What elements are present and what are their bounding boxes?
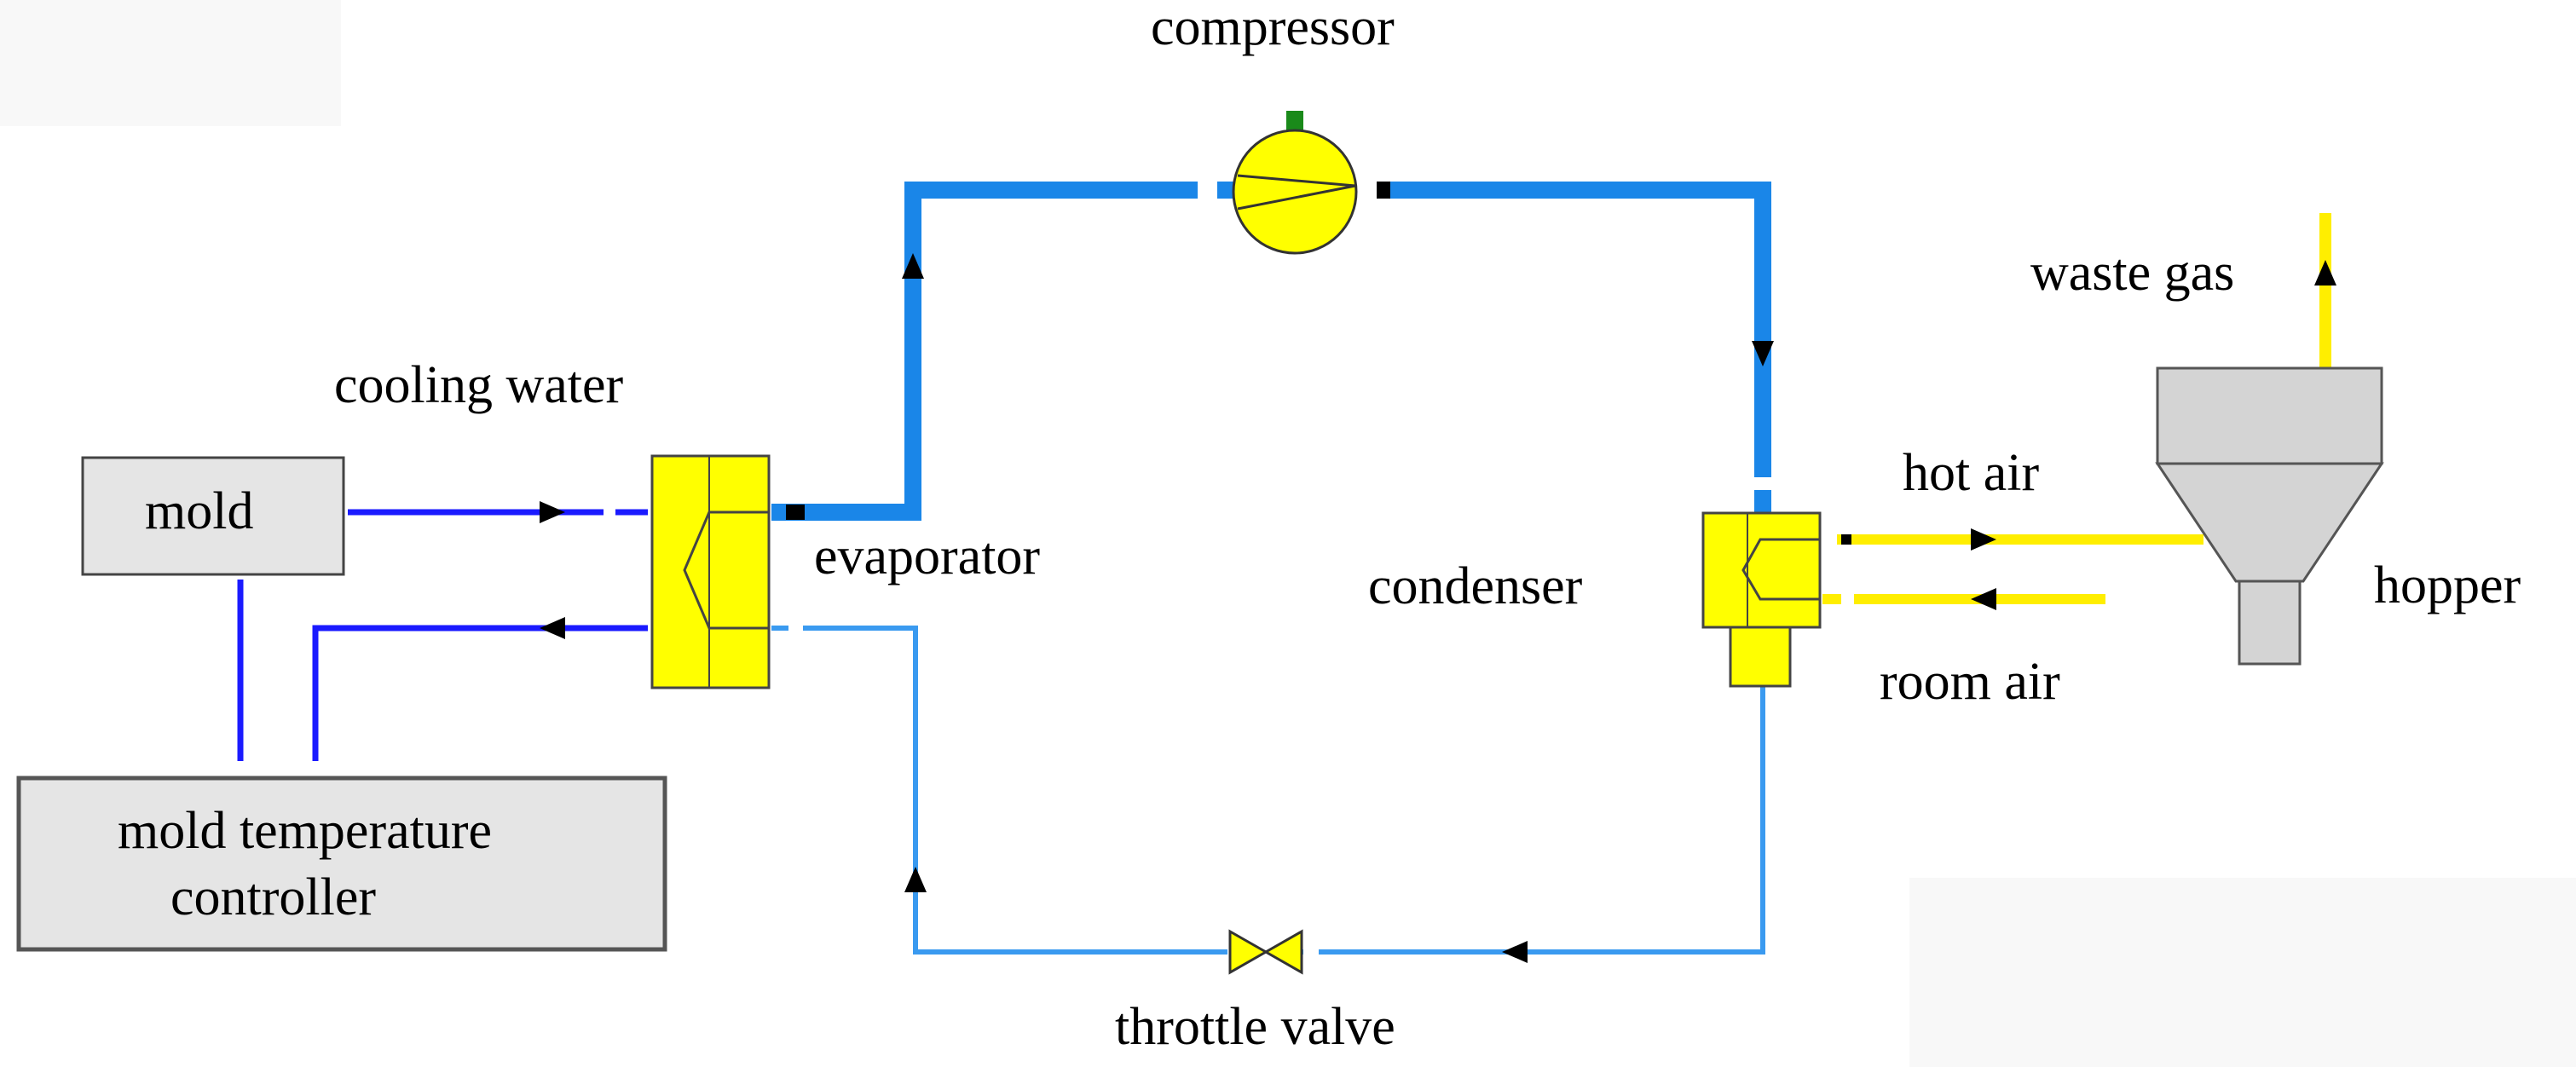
cooling-water-loop [237,501,648,761]
discharge-port [1377,182,1390,199]
throttle-valve [1228,929,1303,975]
compressor [1232,111,1358,255]
discharge-pipe [1388,182,1771,477]
background-patch-top-left [0,0,341,126]
flow-arrow-down-discharge [1752,341,1774,366]
condenser-base [1729,626,1792,688]
compressor-body [1232,129,1358,255]
water-pipe-return [312,625,648,761]
hopper-funnel [2155,462,2384,583]
flow-arrow-right-hot-air [1971,528,1996,551]
background-patch-bottom-right [1909,878,2576,1067]
refrigerant-loop [771,182,1774,963]
evaporator-coil [683,510,769,630]
throttle-valve-body-right [1262,929,1303,975]
label-hopper: hopper [2374,557,2521,614]
expansion-pipe [803,626,1227,955]
flow-arrow-right-water [540,501,565,523]
mold-temperature-controller [16,776,667,952]
label-mold: mold [145,482,253,540]
hopper-top [2156,366,2383,465]
label-room-air: room air [1880,653,2060,711]
evaporator-outlet-port [786,505,805,520]
condenser-body [1701,511,1822,629]
flow-arrow-left-room-air [1971,588,1996,610]
compressor-symbol [1237,174,1356,211]
label-waste-gas: waste gas [2030,244,2234,302]
label-controller-line2: controller [170,868,376,926]
compressor-top-port [1286,111,1303,131]
evaporator [650,454,771,689]
label-evaporator: evaporator [814,528,1040,585]
label-compressor: compressor [1151,0,1395,56]
hopper [2155,366,2384,666]
condenser [1701,511,1822,688]
condenser-coil [1741,538,1820,601]
label-throttle-valve: throttle valve [1115,998,1395,1056]
label-hot-air: hot air [1903,444,2039,502]
flow-arrow-up-expansion [904,867,927,892]
flow-arrow-left-water [540,617,565,639]
flow-arrow-left-liquid [1502,941,1528,963]
mold-box [81,456,345,576]
hot-air-port [1841,534,1851,545]
suction-pipe [771,182,1198,521]
mold [81,456,345,576]
flow-arrow-up-waste-gas [2314,260,2336,285]
controller-box [16,776,667,952]
label-condenser: condenser [1368,557,1583,615]
throttle-valve-body [1228,929,1269,975]
label-cooling-water: cooling water [334,356,624,414]
air-loop [1822,213,2336,610]
hopper-outlet [2238,580,2302,666]
evaporator-body [650,454,771,689]
flow-arrow-up-suction [902,253,924,279]
label-controller-line1: mold temperature [118,802,492,860]
liquid-pipe [1319,686,1765,955]
